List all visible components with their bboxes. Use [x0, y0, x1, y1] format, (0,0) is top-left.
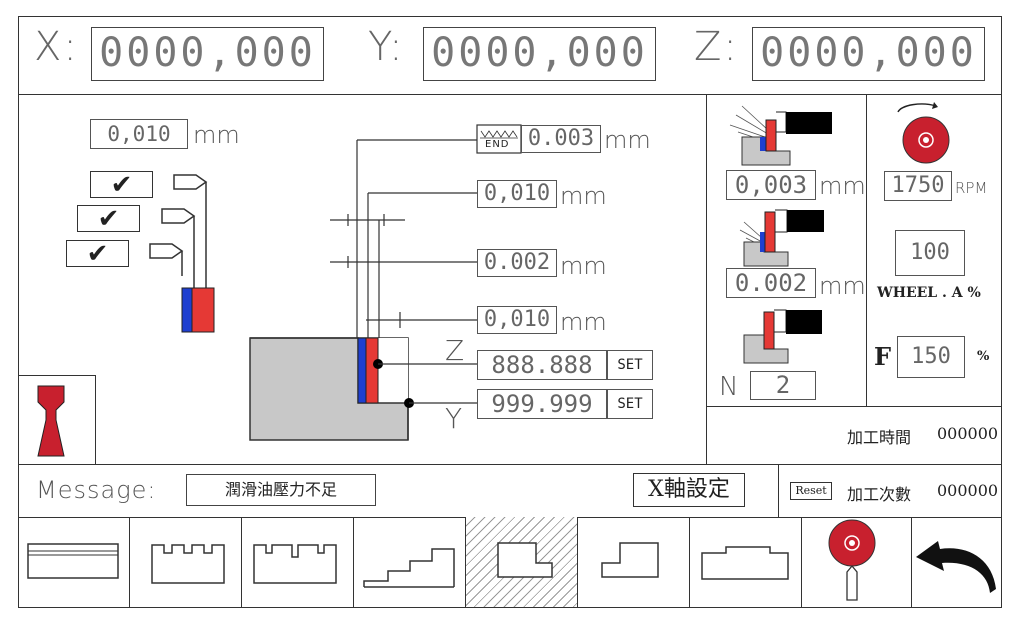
mode-raised-profile-button[interactable]	[690, 517, 802, 607]
coarse-feed-unit: mm	[819, 172, 866, 200]
step3-unit: mm	[560, 308, 607, 336]
machining-time-label: 加工時間	[847, 428, 912, 447]
spark-out-count-input[interactable]: 2	[750, 371, 816, 400]
y-axis-readout[interactable]: 0000,000	[423, 27, 656, 81]
machining-count-value: 000000	[937, 481, 999, 500]
depth-input[interactable]: 0,010	[90, 119, 188, 149]
divider-right-bottom	[706, 406, 1002, 407]
multi-slot-icon	[253, 544, 337, 584]
divider-right-inner	[866, 94, 867, 406]
x-axis-readout[interactable]: 0000,000	[91, 27, 324, 81]
wheel-percent-label: WHEEL . A %	[877, 285, 981, 301]
divider-top	[18, 94, 1002, 95]
step3-input[interactable]: 0,010	[477, 306, 557, 334]
step-profile-icon	[497, 542, 553, 578]
z-set-button[interactable]: SET	[607, 350, 653, 380]
spark-out-count-label: N	[719, 372, 739, 402]
end-icon	[476, 124, 522, 154]
feed-rate-input[interactable]: 150	[897, 336, 965, 378]
mode-slot-grind-button[interactable]	[130, 517, 242, 607]
end-icon-label: END	[485, 139, 510, 150]
y-axis-label: Y:	[368, 24, 405, 70]
depth-unit: mm	[193, 121, 240, 149]
back-arrow-icon	[916, 541, 996, 593]
spark-out-icon	[743, 309, 822, 364]
mode-multi-slot-button[interactable]	[242, 517, 354, 607]
z-offset-input[interactable]: 888.888	[477, 350, 607, 380]
mode-single-step-button[interactable]	[578, 517, 690, 607]
spindle-wheel-icon	[897, 102, 950, 164]
z-axis-readout[interactable]: 0000,000	[752, 27, 985, 81]
fine-feed-input[interactable]: 0.002	[726, 268, 816, 298]
coarse-grind-icon	[729, 105, 832, 166]
step1-unit: mm	[560, 182, 607, 210]
fine-grind-icon	[739, 209, 824, 267]
message-text: 潤滑油壓力不足	[186, 474, 376, 506]
main-frame	[18, 16, 1002, 608]
end-value-input[interactable]: 0.003	[521, 125, 601, 153]
z-offset-label: Z	[445, 334, 465, 367]
x-axis-set-button[interactable]: X軸設定	[633, 473, 745, 507]
feed-rate-unit: %	[977, 349, 990, 364]
divider-status	[18, 464, 1002, 465]
flat-grind-icon	[27, 543, 119, 579]
stair-icon	[363, 548, 455, 588]
divider-right	[706, 94, 707, 464]
message-label: Message:	[36, 476, 157, 504]
single-step-icon	[601, 542, 659, 578]
feed-rate-label: F	[874, 342, 892, 371]
checkbox-1[interactable]: ✔	[90, 171, 153, 198]
rpm-unit: RPM	[955, 179, 988, 197]
fine-feed-unit: mm	[819, 272, 866, 300]
z-axis-label: Z:	[694, 24, 739, 70]
y-offset-label: Y	[445, 402, 463, 435]
checkbox-3[interactable]: ✔	[66, 240, 129, 267]
step2-input[interactable]: 0.002	[477, 249, 557, 277]
step2-unit: mm	[560, 252, 607, 280]
rpm-input[interactable]: 1750	[884, 171, 952, 201]
machining-count-label: 加工次數	[847, 485, 912, 504]
back-button[interactable]	[912, 517, 1002, 607]
wheel-percent-input[interactable]: 100	[895, 230, 965, 276]
reset-button[interactable]: Reset	[790, 482, 832, 500]
step1-input[interactable]: 0,010	[477, 180, 557, 208]
x-axis-label: X:	[34, 24, 79, 70]
mode-stair-button[interactable]	[354, 517, 466, 607]
machining-time-value: 000000	[937, 424, 999, 443]
wheel-profile-button[interactable]	[18, 375, 96, 464]
y-offset-input[interactable]: 999.999	[477, 389, 607, 419]
slot-grind-icon	[151, 544, 225, 584]
y-set-button[interactable]: SET	[607, 389, 653, 419]
divider-status-right	[778, 464, 779, 517]
nozzle-icon	[149, 174, 208, 259]
mode-flat-grind-button[interactable]	[18, 517, 130, 607]
coarse-feed-input[interactable]: 0,003	[726, 170, 816, 200]
mode-step-profile-button[interactable]	[466, 517, 578, 607]
spindle-start-button[interactable]	[802, 517, 912, 607]
wheel-profile-icon	[37, 385, 65, 457]
end-unit: mm	[604, 126, 651, 154]
raised-profile-icon	[701, 546, 789, 580]
checkbox-2[interactable]: ✔	[77, 205, 140, 232]
spindle-icon	[828, 519, 876, 601]
